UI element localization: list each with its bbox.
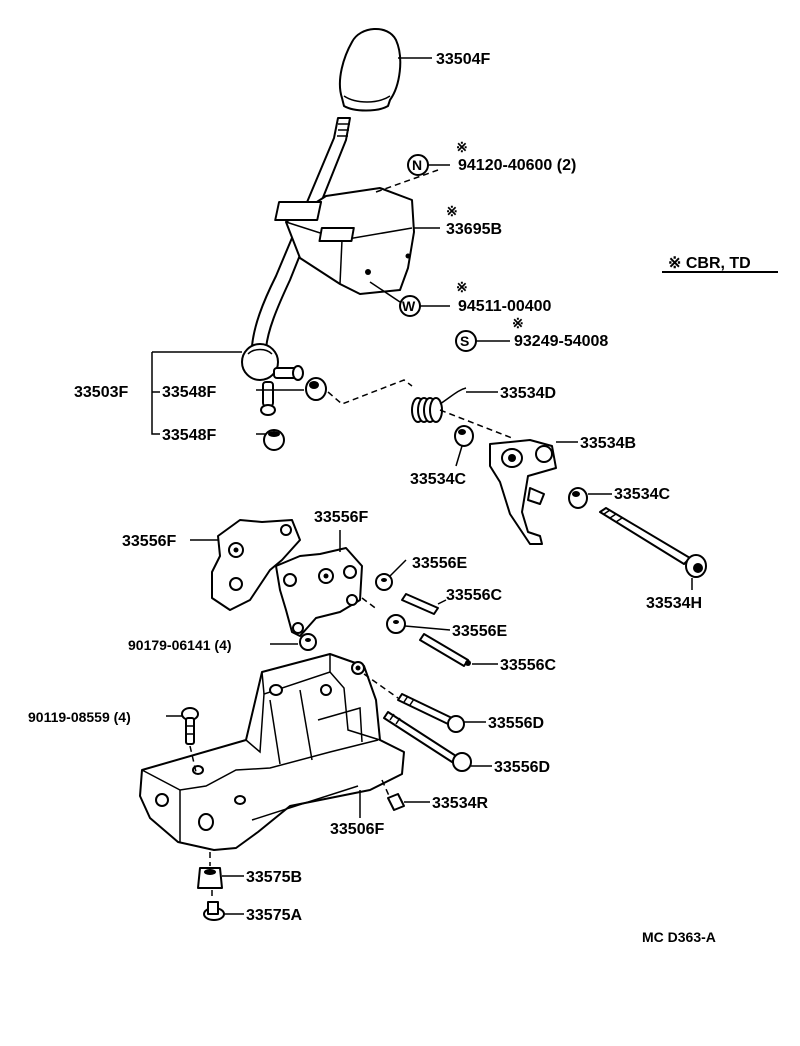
svg-text:N: N — [412, 157, 422, 173]
callout-33556e-upper: 33556E — [412, 555, 467, 572]
pin-lower — [419, 633, 471, 667]
bolt-33556d-lower — [383, 711, 472, 772]
svg-text:W: W — [402, 298, 416, 314]
asterisk-mark: ※ — [456, 279, 468, 295]
callout-33548f-lower: 33548F — [162, 427, 216, 444]
nut-symbol: N — [407, 154, 429, 176]
callout-33534c-left: 33534C — [410, 471, 466, 488]
asterisk-mark: ※ — [446, 203, 458, 219]
callout-33556c-upper: 33556C — [446, 587, 502, 604]
long-bolt — [599, 507, 707, 578]
callout-33556c-lower: 33556C — [500, 657, 556, 674]
housing-right — [275, 547, 363, 637]
callout-33503f: 33503F — [74, 384, 128, 401]
bushing-33556e-lower — [386, 614, 406, 634]
callout-33534d: 33534D — [500, 385, 556, 402]
screw-33575a — [203, 901, 225, 921]
pin-upper — [401, 593, 447, 615]
grommet-33575b — [197, 867, 223, 889]
callout-33556d-upper: 33556D — [488, 715, 544, 732]
callout-94120-40600: 94120-40600 (2) — [458, 157, 576, 174]
callout-33556d-lower: 33556D — [494, 759, 550, 776]
shift-knob — [338, 28, 402, 112]
callout-90179-06141: 90179-06141 (4) — [128, 637, 232, 653]
callout-33534r: 33534R — [432, 795, 488, 812]
shift-lever-cover — [274, 187, 415, 295]
housing-left — [211, 519, 301, 611]
callout-33548f-upper: 33548F — [162, 384, 216, 401]
callout-33534b: 33534B — [580, 435, 636, 452]
asterisk-mark: ※ — [456, 139, 468, 155]
callout-94511-00400: 94511-00400 — [458, 298, 552, 315]
svg-text:S: S — [460, 333, 469, 349]
callout-33556e-lower: 33556E — [452, 623, 507, 640]
bolt-33556d-upper — [397, 693, 465, 733]
select-lever — [489, 439, 557, 545]
callout-33506f: 33506F — [330, 821, 384, 838]
bolt-90119 — [181, 707, 199, 745]
screw-symbol: S — [455, 330, 477, 352]
callout-93249-54008: 93249-54008 — [514, 333, 608, 350]
nut-90179 — [299, 633, 317, 651]
bushing-33534c-left — [454, 425, 474, 447]
bushing-33534c-right — [568, 487, 588, 509]
callout-33534c-right: 33534C — [614, 486, 670, 503]
bushing-33556e-upper — [375, 573, 393, 591]
clip-33534r — [387, 793, 405, 811]
callout-33556f-top: 33556F — [314, 509, 368, 526]
bushing-upper — [305, 377, 327, 401]
shift-base — [139, 653, 405, 851]
callout-33695b: 33695B — [446, 221, 502, 238]
callout-33575b: 33575B — [246, 869, 302, 886]
asterisk-mark: ※ — [512, 315, 524, 331]
diagram-code: MC D363-A — [642, 929, 716, 945]
callout-33556f-left: 33556F — [122, 533, 176, 550]
washer-symbol: W — [399, 295, 421, 317]
spring — [411, 387, 467, 423]
legend-cbr-td: ※ CBR, TD — [668, 255, 751, 272]
callout-90119-08559: 90119-08559 (4) — [28, 709, 131, 725]
lever-pin — [260, 365, 304, 416]
callout-33504f: 33504F — [436, 51, 490, 68]
bushing-lower — [263, 429, 285, 451]
callout-33534h: 33534H — [646, 595, 702, 612]
callout-33575a: 33575A — [246, 907, 302, 924]
